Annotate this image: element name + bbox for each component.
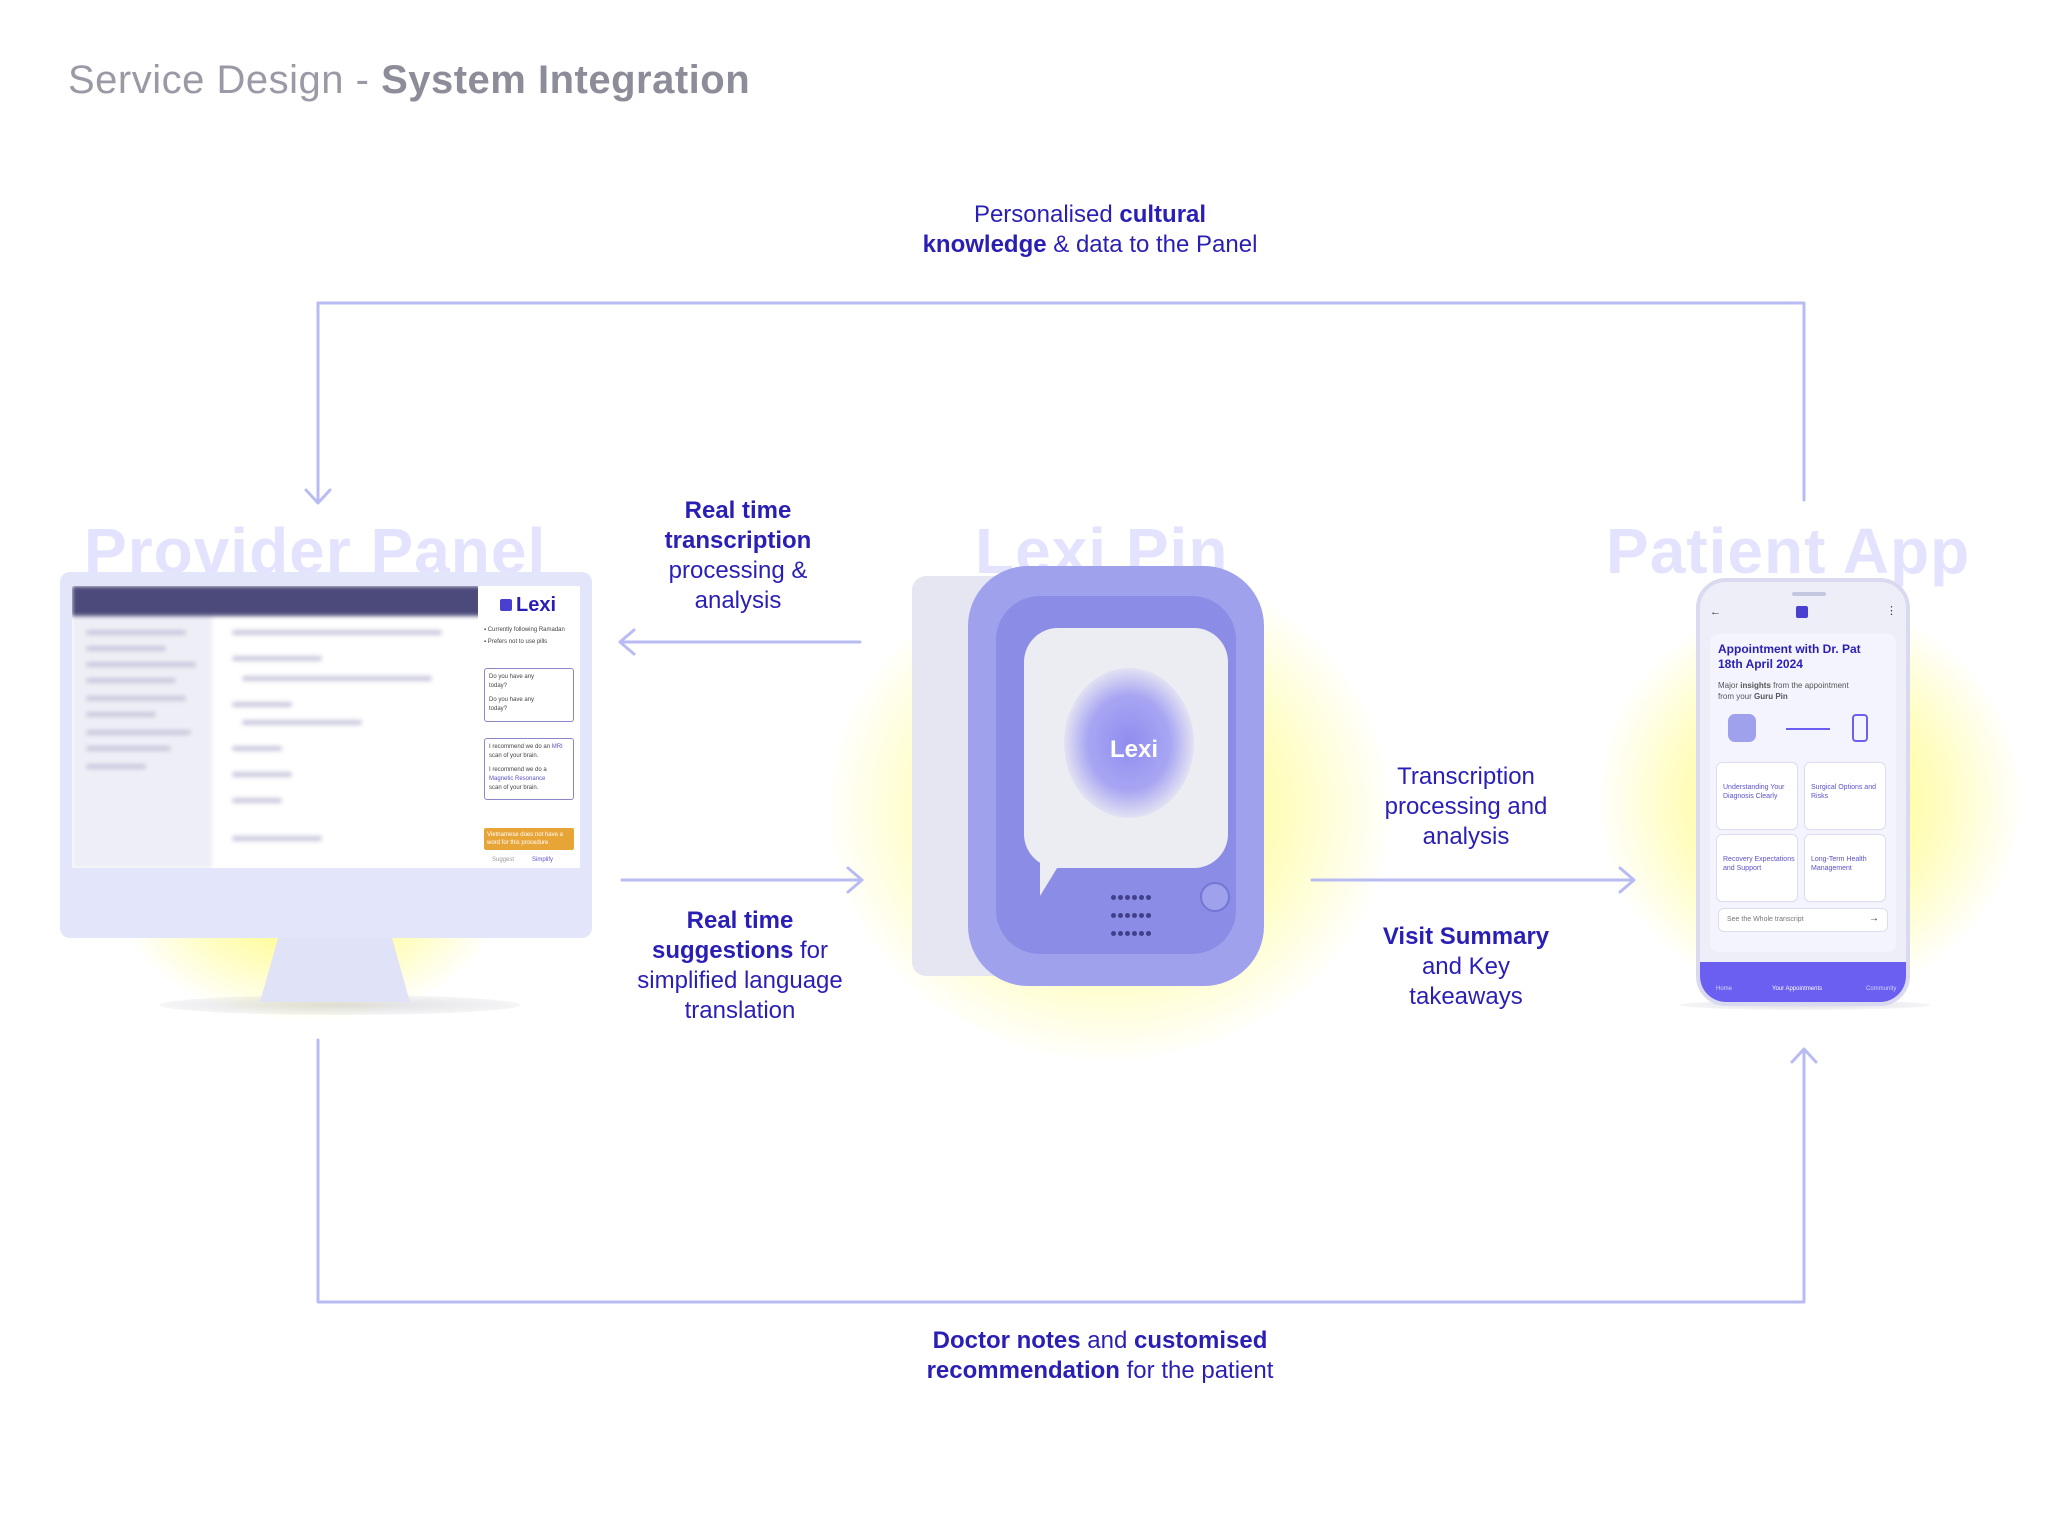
tile-recovery[interactable]: Recovery Expectations and Support [1716, 834, 1798, 902]
pin-mini-icon [1728, 714, 1756, 742]
panel-to-pin-label: Real time suggestions for simplified lan… [637, 907, 843, 1024]
provider-dashboard-blurred [72, 586, 482, 868]
pin-to-app-bottom-label: Visit Summary and Key takeaways [1382, 923, 1550, 1010]
provider-panel-screen: Lexi ▪ Currently following Ramadan ▪ Pre… [72, 586, 580, 868]
pin-speech-tail [1040, 860, 1084, 896]
pin-to-panel-arrowhead [618, 628, 636, 656]
pin-to-app-top-label: Transcription processing and analysis [1384, 763, 1548, 850]
check-ramadan: ▪ Currently following Ramadan [484, 627, 565, 633]
tile-long-term[interactable]: Long-Term Health Management [1804, 834, 1886, 902]
pin-to-app-arrowhead [1618, 866, 1636, 894]
pin-to-panel-label: Real time transcription processing & ana… [664, 497, 812, 614]
check-pills: ▪ Prefers not to use pills [484, 639, 548, 645]
nav-home[interactable]: Home [1716, 986, 1733, 992]
bottom-loop-label: Doctor notes and customised recommendati… [926, 1327, 1274, 1384]
speaker-grille [1110, 888, 1154, 936]
page-title: Service Design - System Integration [68, 58, 751, 102]
top-loop-label: Personalised cultural knowledge & data t… [922, 201, 1258, 258]
chat-bubble-1: Do you have any today? Do you have any t… [484, 668, 574, 722]
chat-bubble-2: I recommend we do an MRI scan of your br… [484, 738, 574, 800]
nav-appointments[interactable]: Your Appointments [1772, 986, 1823, 992]
pin-glow-blob [1064, 668, 1194, 818]
pin-button[interactable] [1200, 882, 1230, 912]
monitor-stand [260, 938, 410, 1002]
phone-mini-icon [1852, 714, 1868, 742]
provider-panel-monitor: Lexi ▪ Currently following Ramadan ▪ Pre… [60, 572, 592, 938]
lexi-logo: Lexi [500, 594, 556, 617]
arrow-right-icon [1786, 728, 1830, 730]
top-loop-line [316, 301, 1806, 504]
more-menu-icon[interactable]: ⋮ [1886, 605, 1897, 617]
phone-app-bar: ← ⋮ [1710, 604, 1897, 624]
bottom-loop-line [316, 1038, 1806, 1304]
tab-suggest[interactable]: Suggest [492, 857, 515, 863]
tab-simplify[interactable]: Simplify [532, 857, 554, 863]
back-arrow-icon[interactable]: ← [1710, 606, 1721, 618]
top-loop-arrowhead [304, 488, 332, 505]
pin-to-phone-illustration [1728, 714, 1878, 744]
phone-bottom-nav: Home Your Appointments Community [1700, 962, 1906, 1002]
tile-surgical-options[interactable]: Surgical Options and Risks [1804, 762, 1886, 830]
arrow-icon: → [1869, 913, 1879, 924]
bottom-loop-arrowhead [1790, 1047, 1818, 1064]
tile-diagnosis[interactable]: Understanding Your Diagnosis Clearly [1716, 762, 1798, 830]
panel-to-pin-arrowhead [846, 866, 864, 894]
see-transcript-button[interactable]: See the Whole transcript→ [1718, 908, 1888, 932]
phone-notch [1792, 592, 1826, 596]
insights-subtitle: Major insights from the appointment from… [1718, 681, 1849, 701]
patient-app-title: Patient App [1606, 515, 1971, 587]
monitor-shadow [160, 995, 520, 1015]
dashboard-sidebar [72, 616, 212, 868]
pin-screen [1024, 628, 1228, 868]
nav-community[interactable]: Community [1866, 986, 1897, 992]
lexi-assistant-pane: Lexi ▪ Currently following Ramadan ▪ Pre… [478, 586, 580, 868]
translation-alert: Vietnamese does not have a word for this… [484, 828, 574, 850]
pin-screen-label: Lexi [1110, 736, 1159, 763]
lexi-logo-icon [500, 599, 512, 611]
app-logo-icon [1796, 606, 1808, 618]
dashboard-topbar [72, 586, 482, 616]
